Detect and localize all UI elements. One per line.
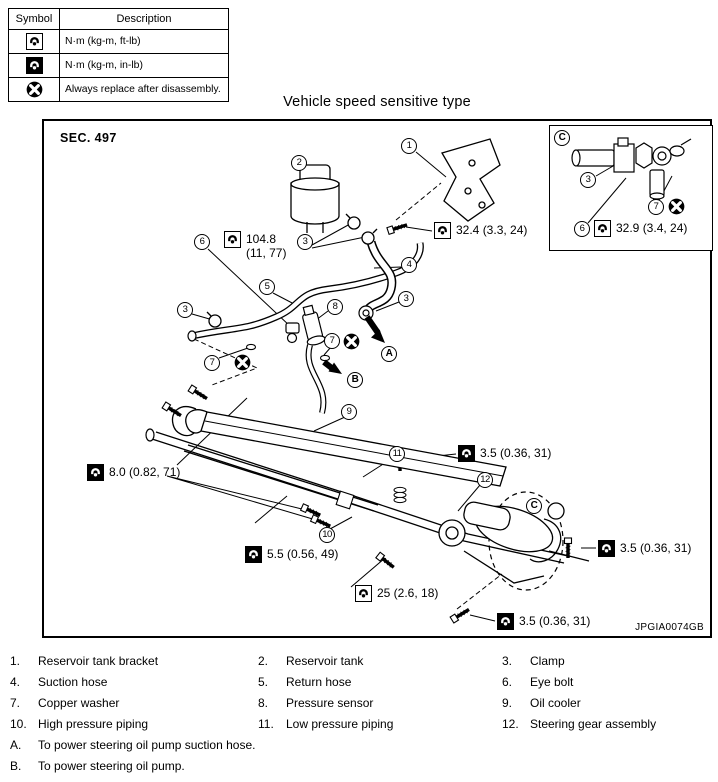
callout-3: 3 <box>297 234 313 250</box>
figure-title: Vehicle speed sensitive type <box>283 94 471 110</box>
callout-12: 12 <box>477 472 493 488</box>
table-row: N·m (kg-m, ft-lb) <box>8 29 229 54</box>
callout-7: 7 <box>648 199 664 215</box>
list-item: 5.Return hose <box>258 674 352 689</box>
callout-3: 3 <box>398 291 414 307</box>
description-column-header: Description <box>59 8 229 30</box>
parts-legend: 1.Reservoir tank bracket 2.Reservoir tan… <box>0 650 718 776</box>
callout-2: 2 <box>291 155 307 171</box>
callout-11: 11 <box>389 446 405 462</box>
list-item: 2.Reservoir tank <box>258 653 364 668</box>
torque-ft-lb-icon <box>224 231 241 248</box>
inset-detail-box: C 3 7 6 32.9 (3.4, 24) <box>549 125 713 251</box>
torque-in-lb-icon <box>598 540 615 557</box>
list-item: 1.Reservoir tank bracket <box>10 653 159 668</box>
callout-7: 7 <box>324 333 340 349</box>
torque-label: 8.0 (0.82, 71) <box>87 464 180 481</box>
symbol-description: N·m (kg-m, in-lb) <box>59 53 229 78</box>
torque-in-lb-icon <box>497 613 514 630</box>
inset-label-c: C <box>554 130 570 146</box>
callout-5: 5 <box>259 279 275 295</box>
callout-8: 8 <box>327 299 343 315</box>
torque-label: 32.9 (3.4, 24) <box>594 220 687 237</box>
flow-b-marker: B <box>347 372 363 388</box>
table-row: N·m (kg-m, in-lb) <box>8 53 229 78</box>
list-item: 9.Oil cooler <box>502 695 581 710</box>
flow-a-marker: A <box>381 346 397 362</box>
torque-label: 32.4 (3.3, 24) <box>434 222 527 239</box>
list-item: 10.High pressure piping <box>10 716 149 731</box>
replace-after-disassembly-icon <box>26 81 43 98</box>
torque-ft-lb-icon <box>434 222 451 239</box>
torque-ft-lb-icon <box>355 585 372 602</box>
section-label: SEC. 497 <box>60 131 117 145</box>
torque-in-lb-icon <box>245 546 262 563</box>
symbol-description: N·m (kg-m, ft-lb) <box>59 29 229 54</box>
torque-label: 5.5 (0.56, 49) <box>245 546 338 563</box>
torque-in-lb-icon <box>458 445 475 462</box>
callout-7: 7 <box>204 355 220 371</box>
replace-after-disassembly-icon <box>234 354 251 371</box>
torque-ft-lb-icon <box>594 220 611 237</box>
torque-ft-lb-icon <box>25 33 43 50</box>
torque-label: 25 (2.6, 18) <box>355 585 438 602</box>
callout-10: 10 <box>319 527 335 543</box>
list-item: 3.Clamp <box>502 653 565 668</box>
callout-1: 1 <box>401 138 417 154</box>
list-item: 12.Steering gear assembly <box>502 716 657 731</box>
detail-c-marker: C <box>526 498 542 514</box>
symbol-description: Always replace after disassembly. <box>59 77 229 102</box>
callout-6: 6 <box>194 234 210 250</box>
list-item: 8.Pressure sensor <box>258 695 374 710</box>
symbol-column-header: Symbol <box>8 8 60 30</box>
torque-in-lb-icon <box>25 57 43 74</box>
figure-code: JPGIA0074GB <box>635 622 704 633</box>
callout-6: 6 <box>574 221 590 237</box>
replace-after-disassembly-icon <box>343 333 360 350</box>
callout-4: 4 <box>401 257 417 273</box>
list-item: 4.Suction hose <box>10 674 108 689</box>
torque-label: 3.5 (0.36, 31) <box>458 445 551 462</box>
table-row: Always replace after disassembly. <box>8 77 229 102</box>
replace-after-disassembly-icon <box>668 198 685 215</box>
note-a: A.To power steering oil pump suction hos… <box>10 737 256 752</box>
callout-3: 3 <box>580 172 596 188</box>
list-item: 7.Copper washer <box>10 695 120 710</box>
note-b: B.To power steering oil pump. <box>10 758 185 773</box>
torque-label: 3.5 (0.36, 31) <box>497 613 590 630</box>
torque-label: 104.8(11, 77) <box>224 231 286 260</box>
inset-line-art <box>571 137 692 224</box>
diagram-box: SEC. 497 <box>42 119 713 638</box>
torque-in-lb-icon <box>87 464 104 481</box>
torque-label: 3.5 (0.36, 31) <box>598 540 691 557</box>
list-item: 6.Eye bolt <box>502 674 574 689</box>
symbol-legend-table: Symbol Description N·m (kg-m, ft-lb) N·m… <box>8 8 229 102</box>
list-item: 11.Low pressure piping <box>258 716 394 731</box>
callout-9: 9 <box>341 404 357 420</box>
callout-3: 3 <box>177 302 193 318</box>
